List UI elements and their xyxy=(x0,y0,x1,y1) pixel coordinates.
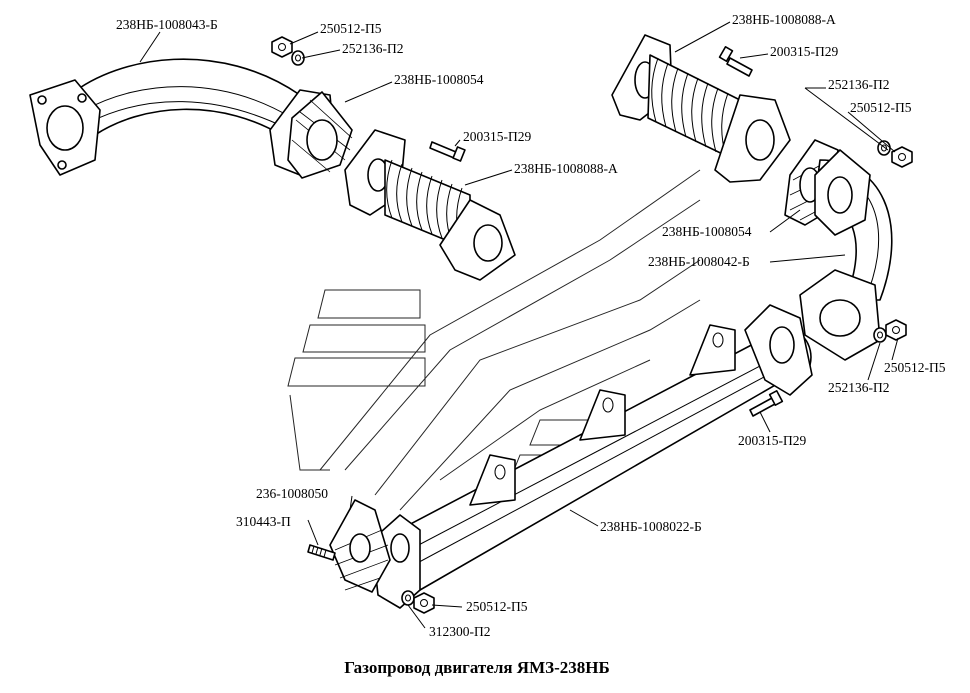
label-stud: 310443-П xyxy=(236,514,291,529)
watermark-emblem xyxy=(287,169,701,511)
label-gasket-left: 238НБ-1008054 xyxy=(394,72,484,87)
part-labels: 238НБ-1008043-Б 250512-П5 252136-П2 238Н… xyxy=(116,12,946,639)
bolt-right xyxy=(718,46,753,77)
exhaust-manifold xyxy=(371,304,813,609)
gasket-left xyxy=(287,91,353,179)
washer-bottom xyxy=(401,590,415,606)
nut-bottom xyxy=(413,592,435,614)
label-manifold: 238НБ-1008022-Б xyxy=(600,519,702,534)
label-gasket-236: 236-1008050 xyxy=(256,486,328,501)
washer-right-mid xyxy=(873,327,887,343)
label-nut-right-top: 250512-П5 xyxy=(850,100,912,115)
bolt-left xyxy=(429,141,466,162)
bellows-left xyxy=(344,129,516,281)
label-bolt-right: 200315-П29 xyxy=(770,44,838,59)
label-bellows-left: 238НБ-1008088-А xyxy=(514,161,618,176)
label-nut-right-mid: 250512-П5 xyxy=(884,360,946,375)
label-bolt-manifold: 200315-П29 xyxy=(738,433,806,448)
label-washer-right-top: 252136-П2 xyxy=(828,77,890,92)
leader-lines xyxy=(139,21,899,629)
label-nut-bottom: 250512-П5 xyxy=(466,599,528,614)
bolt-manifold xyxy=(749,390,784,417)
label-washer-right-mid: 252136-П2 xyxy=(828,380,890,395)
label-washer-top-left: 252136-П2 xyxy=(342,41,404,56)
label-gasket-right: 238НБ-1008054 xyxy=(662,224,752,239)
label-pipe-right: 238НБ-1008042-Б xyxy=(648,254,750,269)
label-washer-bottom: 312300-П2 xyxy=(429,624,491,639)
label-bolt-left: 200315-П29 xyxy=(463,129,531,144)
stud-left xyxy=(307,544,336,561)
gasket-left-flange xyxy=(329,499,391,593)
bellows-right xyxy=(611,34,791,183)
nut-top-left xyxy=(271,36,293,58)
nut-right-top xyxy=(891,146,913,168)
diagram-caption: Газопровод двигателя ЯМЗ-238НБ xyxy=(344,658,609,677)
label-nut-top-left: 250512-П5 xyxy=(320,21,382,36)
exhaust-pipe-right xyxy=(799,149,893,361)
label-bellows-right: 238НБ-1008088-А xyxy=(732,12,836,27)
nut-right-mid xyxy=(885,319,907,341)
label-pipe-left: 238НБ-1008043-Б xyxy=(116,17,218,32)
